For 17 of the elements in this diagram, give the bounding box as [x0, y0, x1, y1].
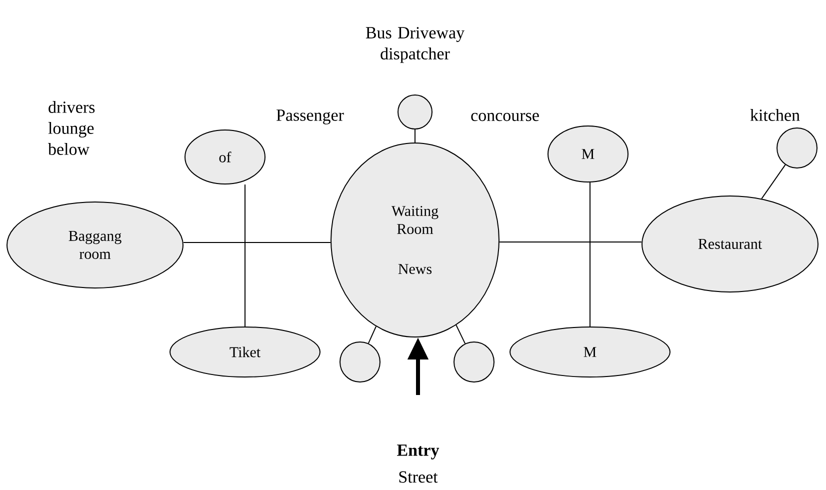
connector-line — [761, 164, 786, 200]
text-label: Bus Driveway dispatcher — [366, 27, 465, 63]
text-label: concourse — [471, 112, 539, 122]
connector-line — [414, 129, 416, 143]
connector-line — [456, 324, 466, 344]
text-label: kitchen — [750, 109, 800, 121]
small-circle — [454, 342, 494, 382]
connector-line — [183, 242, 331, 243]
connector-line — [244, 184, 246, 327]
text-label: Passenger — [276, 110, 344, 124]
text-label: drivers lounge below — [48, 101, 95, 155]
text-label: Street — [399, 471, 438, 483]
text-label: Entry — [397, 444, 440, 460]
small-circle — [398, 94, 432, 130]
small-circle — [340, 342, 380, 382]
connector-line — [368, 326, 376, 344]
small-circle — [776, 128, 818, 168]
